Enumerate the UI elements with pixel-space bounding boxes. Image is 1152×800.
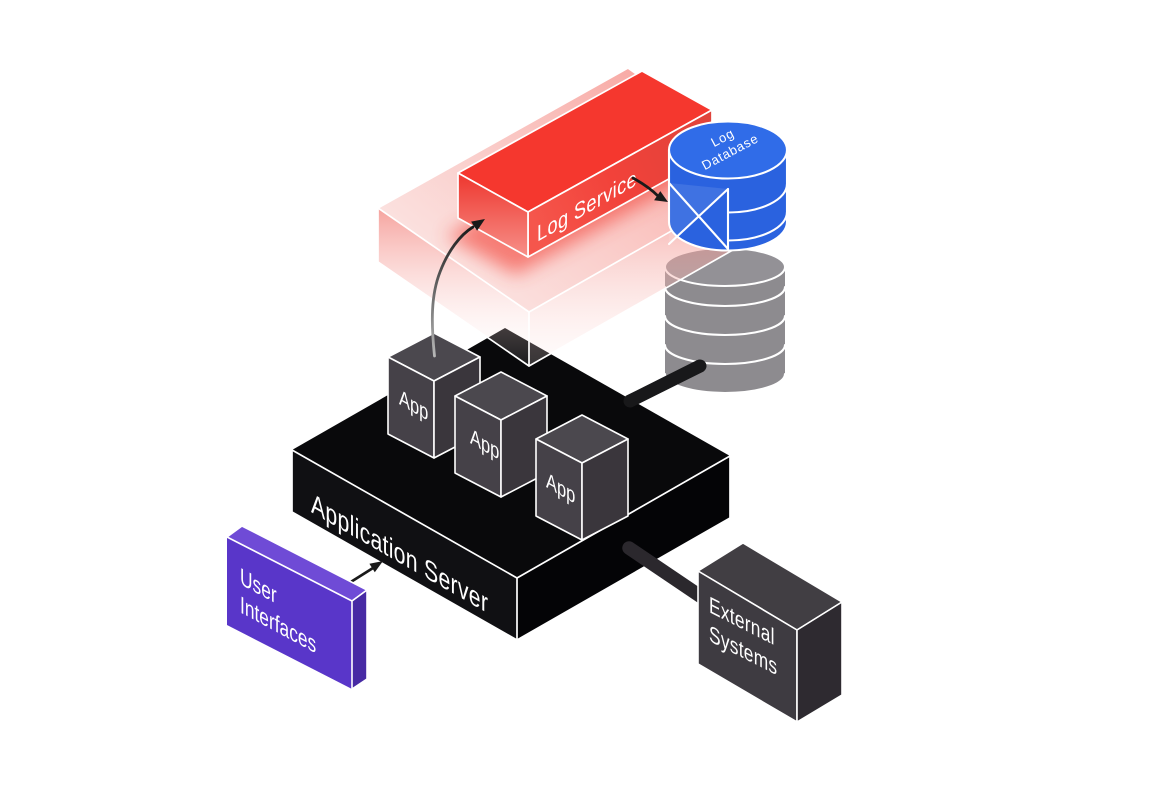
log-platform-left-face [378,208,529,366]
user-interfaces-front-face [227,537,352,689]
external-systems-node: External Systems [697,542,843,723]
arrow-app-to-log-service [430,219,485,358]
user-interfaces-right-face [351,589,368,690]
application-server-left-face [292,450,517,640]
log-database-node: Log Database [667,120,789,252]
arrow-log-service-to-log-database [631,176,668,202]
external-systems-right-face [796,601,843,723]
connector-app-server-to-database [623,359,707,408]
log-service-left-face [457,172,529,258]
log-database-top [667,120,789,180]
app-cube-3: App [535,414,629,541]
user-interfaces-node: User Interfaces [226,525,368,690]
app-cube-2: App [454,371,548,498]
app-cube-right-face [581,438,629,541]
app-cube-1: App [387,332,481,459]
log-service-node: Log Service [446,70,713,275]
connector-app-server-to-external-systems [622,541,710,605]
